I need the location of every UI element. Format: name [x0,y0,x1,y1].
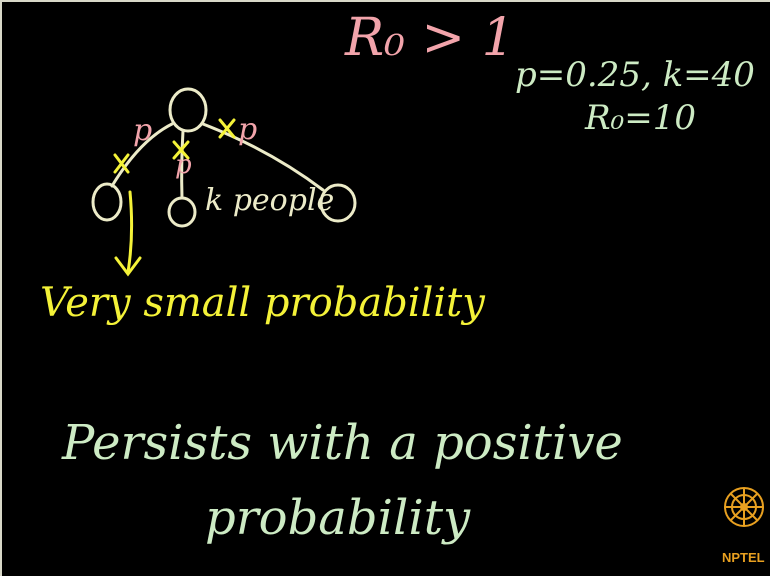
board-top-edge [0,0,770,2]
down-arrow-head [114,256,142,277]
edge-label-middle: p [175,150,192,180]
parameters-line-1: p=0.25, k=40 [515,55,755,95]
edge-label-left: p [133,113,153,148]
root-node [168,87,208,133]
parameters-line-2: R₀=10 [585,98,696,138]
edge-middle [180,129,185,200]
conclusion-line-2: probability [205,490,471,546]
nptel-logo-icon [724,487,764,527]
cross-mark-right [218,118,236,139]
child-node-right [319,183,357,223]
very-small-probability-note: Very small probability [40,280,485,326]
page-title: R₀ > 1 [345,8,515,68]
board-left-edge [0,0,2,576]
cross-mark-middle [172,140,190,160]
child-node-left [91,182,123,222]
cross-mark-left [113,153,130,174]
edge-label-right: p [238,112,258,147]
conclusion-line-1: Persists with a positive [62,415,623,471]
child-node-middle [167,196,197,228]
k-people-label: k people [205,183,335,218]
nptel-logo-text: NPTEL [722,550,765,565]
edge-left [110,122,174,188]
edge-right [201,122,325,192]
down-arrow-shaft [126,190,134,274]
